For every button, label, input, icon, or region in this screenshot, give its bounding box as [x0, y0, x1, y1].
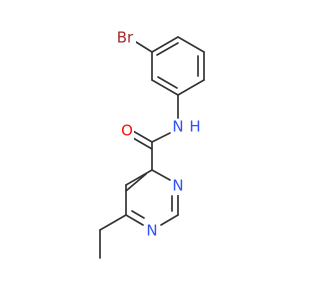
pyrimidine-nitrogen-1-label: N: [146, 222, 157, 240]
bond-c5-c6-inner: [157, 76, 178, 89]
bromine-label: Br: [117, 29, 134, 47]
bond-carbonyl-o-2: [132, 137, 153, 150]
bonds: [99, 36, 205, 259]
bond-c1-c2-inner: [156, 42, 179, 56]
br-label-bg: [114, 29, 136, 47]
bond-c4-c5-pyrimidine: [125, 169, 153, 186]
bond-c2-c3: [177, 36, 205, 53]
bond-br-c1: [135, 41, 153, 53]
bond-nh-carbonyl: [151, 132, 171, 143]
amide-hydrogen-label: H: [189, 118, 200, 136]
nh-label-bg: [171, 119, 186, 137]
bond-c1-c2: [151, 36, 179, 53]
bond-c6-n1-inner: [131, 210, 145, 219]
bond-c6-n1: [125, 214, 144, 226]
bond-n1-c2: [160, 214, 179, 226]
oxygen-label: O: [121, 122, 133, 140]
pyrimidine-nitrogen-3-label: N: [172, 177, 183, 195]
bond-c5-c6: [151, 79, 179, 96]
bond-ethyl-ch2: [99, 214, 127, 231]
pyrimidine-n3-label-bg: [171, 177, 186, 195]
bond-c4-c5: [177, 79, 205, 96]
molecule-structure: Br O N H N N: [99, 29, 205, 259]
atom-labels: Br O N H N N: [114, 29, 201, 240]
oxygen-label-bg: [120, 123, 134, 141]
molecule-canvas: Br O N H N N: [99, 28, 205, 259]
pyrimidine-n1-label-bg: [145, 222, 160, 240]
bond-carbonyl-o-1: [132, 130, 153, 143]
bond-n3-c4: [151, 169, 171, 181]
bond-c4-c5-pyrimidine-inner: [125, 173, 147, 192]
amide-nitrogen-label: N: [172, 118, 183, 136]
